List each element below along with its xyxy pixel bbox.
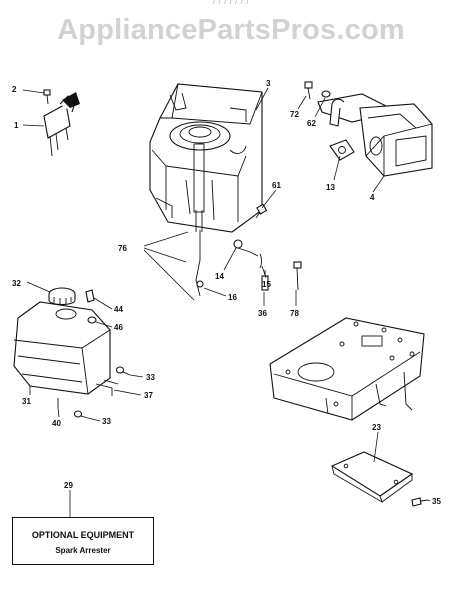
clip-44 [85, 289, 95, 303]
callout-33-upper: 33 [146, 373, 155, 382]
callout-35: 35 [432, 497, 441, 506]
callout-1: 1 [14, 121, 19, 130]
bolt-72 [304, 81, 313, 100]
washer-62 [321, 90, 331, 98]
callout-33-lower: 33 [102, 417, 111, 426]
muffler [317, 93, 433, 177]
callout-36: 36 [258, 309, 267, 318]
callout-23: 23 [372, 423, 381, 432]
callout-44: 44 [114, 305, 123, 314]
throttle-control [43, 92, 80, 157]
exhaust-gasket [329, 139, 355, 161]
callout-72: 72 [290, 110, 299, 119]
callout-labels: 2 1 3 72 62 13 4 61 76 14 15 16 36 78 32… [12, 79, 441, 506]
screw-33-lower [73, 410, 89, 419]
callout-40: 40 [52, 419, 61, 428]
callout-3: 3 [266, 79, 271, 88]
fuel-tank [13, 301, 111, 395]
callout-76: 76 [118, 244, 127, 253]
grommet-46 [87, 316, 97, 324]
mounting-plate [269, 317, 425, 421]
leader-lines [22, 87, 431, 517]
screw-35 [411, 497, 429, 507]
bolt-78 [293, 261, 302, 291]
callout-32: 32 [12, 279, 21, 288]
screw-33-upper [115, 366, 131, 376]
callout-31: 31 [22, 397, 31, 406]
callout-2: 2 [12, 85, 17, 94]
fuel-line-16 [195, 230, 204, 297]
callout-37: 37 [144, 391, 153, 400]
optional-equipment-box: OPTIONAL EQUIPMENT Spark Arrester [12, 517, 154, 565]
callout-4: 4 [370, 193, 375, 202]
callout-61: 61 [272, 181, 281, 190]
callout-16: 16 [228, 293, 237, 302]
screw-2 [43, 89, 51, 105]
callout-29: 29 [64, 481, 73, 490]
callout-78: 78 [290, 309, 299, 318]
callout-13: 13 [326, 183, 335, 192]
bracket-37 [95, 379, 119, 396]
fuel-line-14 [233, 239, 259, 257]
fuel-cap [48, 287, 76, 306]
heat-shield [330, 451, 414, 503]
callout-14: 14 [215, 272, 224, 281]
callout-15: 15 [262, 280, 271, 289]
watermark-text: AppliancePartsPros.com [57, 14, 405, 46]
optional-equipment-title: OPTIONAL EQUIPMENT [31, 530, 135, 540]
callout-62: 62 [307, 119, 316, 128]
clamp-15 [259, 253, 262, 269]
spark-arrester-label: Spark Arrester [55, 546, 111, 555]
engine [149, 83, 263, 233]
callout-46: 46 [114, 323, 123, 332]
header-fragment: / / / / / / / [212, 0, 250, 7]
screw-61 [255, 203, 268, 219]
